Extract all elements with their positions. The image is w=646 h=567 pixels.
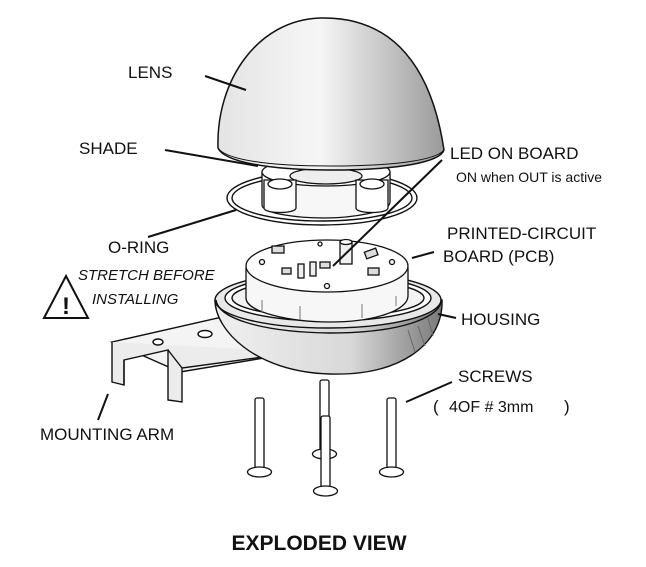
label-mounting-arm: MOUNTING ARM <box>40 425 174 444</box>
label-led-note: ON when OUT is active <box>456 169 602 185</box>
pcb-part <box>245 238 409 323</box>
label-shade: SHADE <box>79 139 138 158</box>
screw-1 <box>246 397 273 478</box>
label-pcb-line1: PRINTED-CIRCUIT <box>447 224 596 243</box>
label-screws-paren-close: ) <box>564 397 570 416</box>
label-screws-paren-open: ( <box>433 397 439 416</box>
warning-glyph: ! <box>62 293 70 320</box>
screw-4 <box>378 397 405 478</box>
leader-lines <box>97 75 457 421</box>
leader-mounting-arm <box>97 393 109 421</box>
warning-triangle-icon: ! <box>42 273 90 320</box>
label-led-on-board: LED ON BOARD <box>450 144 578 163</box>
label-screws-spec: 4OF # 3mm <box>449 399 533 416</box>
label-stretch-line2: INSTALLING <box>92 291 179 308</box>
label-stretch-line1: STRETCH BEFORE <box>78 267 216 284</box>
diagram-title: EXPLODED VIEW <box>231 532 406 555</box>
label-o-ring: O-RING <box>108 238 169 257</box>
leader-screws <box>405 381 453 403</box>
lens-part <box>217 17 445 171</box>
label-housing: HOUSING <box>461 310 540 329</box>
leader-oring <box>147 209 237 238</box>
label-pcb-line2: BOARD (PCB) <box>443 247 554 266</box>
screws-part <box>246 379 405 497</box>
leader-lens <box>204 75 247 91</box>
screw-3 <box>312 415 339 497</box>
label-lens: LENS <box>128 63 172 82</box>
leader-led <box>332 159 443 267</box>
label-screws: SCREWS <box>458 367 533 386</box>
leader-shade <box>164 149 259 167</box>
leader-housing <box>437 313 457 319</box>
leader-pcb <box>411 251 435 259</box>
